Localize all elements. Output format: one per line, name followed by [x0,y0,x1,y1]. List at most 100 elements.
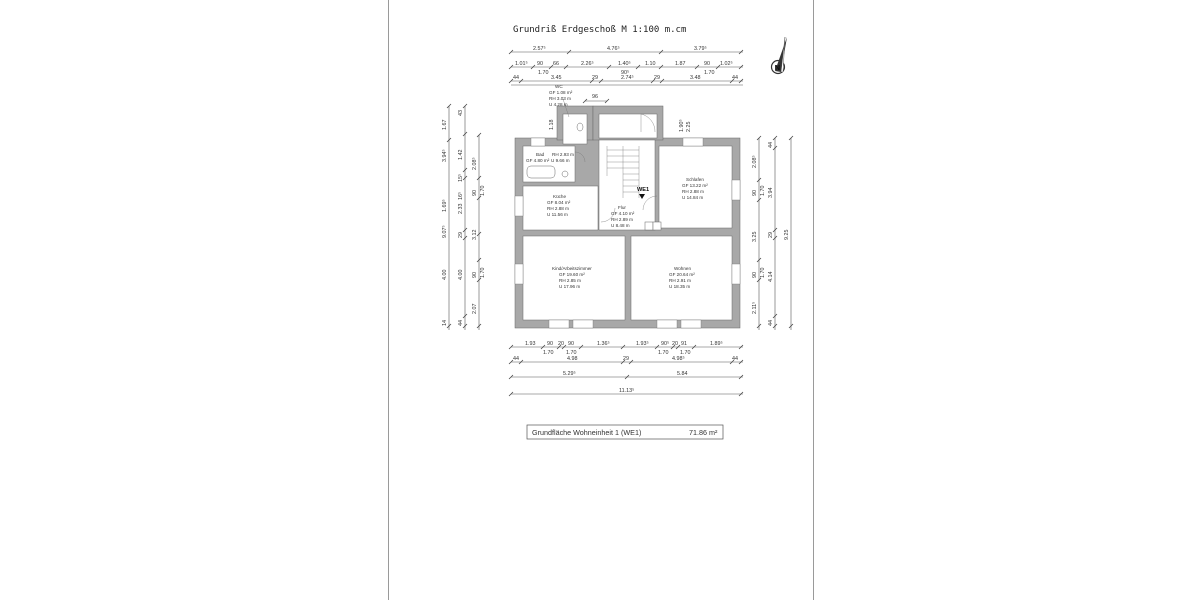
room-schlafen-name: Schlafen [686,177,704,182]
room-schlafen-rh: RH 2.88 m [682,189,704,194]
dim-top-3: 3.79⁵ [694,46,707,52]
room-wc-gf: GF 1.08 m² [549,90,573,95]
dim-bot-sub-1: 1.70 [543,350,554,356]
room-wohnen [630,235,733,321]
north-arrow-icon: N [770,36,787,75]
right-dimension-chains: 1.90⁵ 2.25 2.08⁵ 90 1.70 3.25 90 1.70 2.… [679,119,794,330]
room-kueche-rh: RH 2.88 m [547,206,569,211]
room-kind-name: Kind/Arbeitszimmer [552,266,592,271]
room-wohnen-u: U 18.35 m [669,284,690,289]
dim-right-m1: 44 [768,142,774,148]
room-stair [598,113,658,139]
dim-left-i5: 3.12 [472,230,478,241]
dim-top-r3-1: 44 [513,75,519,81]
dim-bot-total: 11.13⁵ [619,388,634,394]
building-floor-plan: WE1 [514,105,741,329]
dim-right-i8: 1.70 [760,268,766,279]
dim-left-m3: 15⁵ [458,174,464,182]
dim-bot-2: 90 [547,341,553,347]
dim-bot-sub-2: 1.70 [566,350,577,356]
dim-bot-10: 1.89⁵ [710,341,723,347]
dim-top-r3-2: 3.45 [551,75,562,81]
dim-top-r2-5: 1.40⁵ [618,61,631,67]
dim-top-sub-2: 90⁵ [621,70,629,76]
dim-right-i2: 2.25 [686,122,692,133]
room-wc-rh: RH 3.03 m [549,96,571,101]
dim-wc-width: 96 [592,94,598,100]
room-flur-rh: RH 2.89 m [611,217,633,222]
dim-top-r2-6: 1.10 [645,61,656,67]
dim-right-m4: 4.14 [768,272,774,283]
dim-right-i3: 2.08⁵ [752,155,758,168]
dim-right-i1: 1.90⁵ [679,119,685,132]
dim-bot-sub-3: 1.70 [658,350,669,356]
area-summary: Grundfläche Wohneinheit 1 (WE1) 71.86 m² [526,424,724,440]
room-flur-u: U 8.48 m [611,223,630,228]
room-bad-gf: GF 4.80 m² [526,158,550,163]
room-flur [598,139,656,231]
dim-top-r3-3: 29 [592,75,598,81]
unit-marker: WE1 [637,187,649,193]
room-kind-rh: RH 2.85 m [559,278,581,283]
room-bad-u: U 9.66 m [551,158,570,163]
room-wc-name: WC [555,84,563,89]
room-kind-gf: GF 19.60 m² [559,272,585,277]
dim-left-o6: 14 [442,320,448,326]
dim-bot-r2-1: 44 [513,356,519,362]
dim-top-r2-7: 1.87 [675,61,686,67]
toilet-icon [576,122,584,132]
room-wohnen-name: Wohnen [674,266,691,271]
area-summary-value: 71.86 m² [689,428,718,437]
dim-left-i4: 1.70 [480,186,486,197]
dim-bot-9: 91 [681,341,687,347]
plan-title: Grundriß Erdgeschoß M 1:100 m.cm [513,25,686,35]
dim-top-r3-4: 2.74⁵ [621,75,634,81]
dim-bot-3: 20 [558,341,564,347]
dim-top-sub-1: 1.70 [538,70,549,76]
dim-bot-r2-5: 44 [732,356,738,362]
dim-left-o2: 3.94⁵ [442,149,448,162]
room-kind-u: U 17.96 m [559,284,580,289]
dim-left-m4: 16⁵ [458,192,464,200]
dim-right-m3: 29 [768,232,774,238]
dim-left-o1: 1.67 [442,120,448,131]
dim-top-r3-5: 29 [654,75,660,81]
dim-top-r2-3: 66 [553,61,559,67]
room-flur-name: Flur [618,205,626,210]
dim-left-i3: 90 [472,190,478,196]
dim-left-i7: 1.70 [480,268,486,279]
room-wc-u: U 4.28 m [549,102,568,107]
dim-top-r2-4: 2.26⁵ [581,61,594,67]
room-wohnen-gf: GF 20.64 m² [669,272,695,277]
dim-top-1: 2.57⁵ [533,46,546,52]
dim-left-m8: 44 [458,320,464,326]
dim-left-i1: 1.18 [549,120,555,131]
dim-top-r2-8: 90 [704,61,710,67]
room-flur-gf: GF 4.10 m² [611,211,635,216]
bottom-dimension-chains: 1.93 90 20 90 1.36⁵ 1.93⁵ 90⁵ 20 91 1.89… [508,341,744,397]
dim-top-r2-9: 1.02⁵ [720,61,733,67]
dim-left-m6: 29 [458,232,464,238]
dim-left-o3: 1.69⁵ [442,199,448,212]
dim-top-2: 4.76⁵ [607,46,620,52]
dim-left-m7: 4.00 [458,270,464,281]
dim-left-i6: 90 [472,272,478,278]
bathtub-icon [526,165,556,179]
sink-icon [561,170,569,178]
dim-top-sub-3: 1.70 [704,70,715,76]
dim-bot-r3-1: 5.29⁵ [563,371,576,377]
dim-bot-7: 90⁵ [661,341,669,347]
dim-right-i9: 2.11⁵ [752,302,758,314]
wc-annotation: 96 [562,94,610,118]
north-label: N [775,64,781,72]
dim-right-i7: 90 [752,272,758,278]
dim-bot-sub-4: 1.70 [680,350,691,356]
dim-bot-r2-3: 29 [623,356,629,362]
dim-bot-6: 1.93⁵ [636,341,649,347]
dim-bot-1: 1.93 [525,341,536,347]
room-kind [522,235,626,321]
room-kueche-name: Küche [553,194,566,199]
dim-left-m2: 1.42 [458,150,464,161]
dim-bot-5: 1.36⁵ [597,341,610,347]
left-dimension-chains: 1.67 3.94⁵ 1.69⁵ 9.07⁵ 4.00 14 43 1.42 1… [442,103,555,330]
